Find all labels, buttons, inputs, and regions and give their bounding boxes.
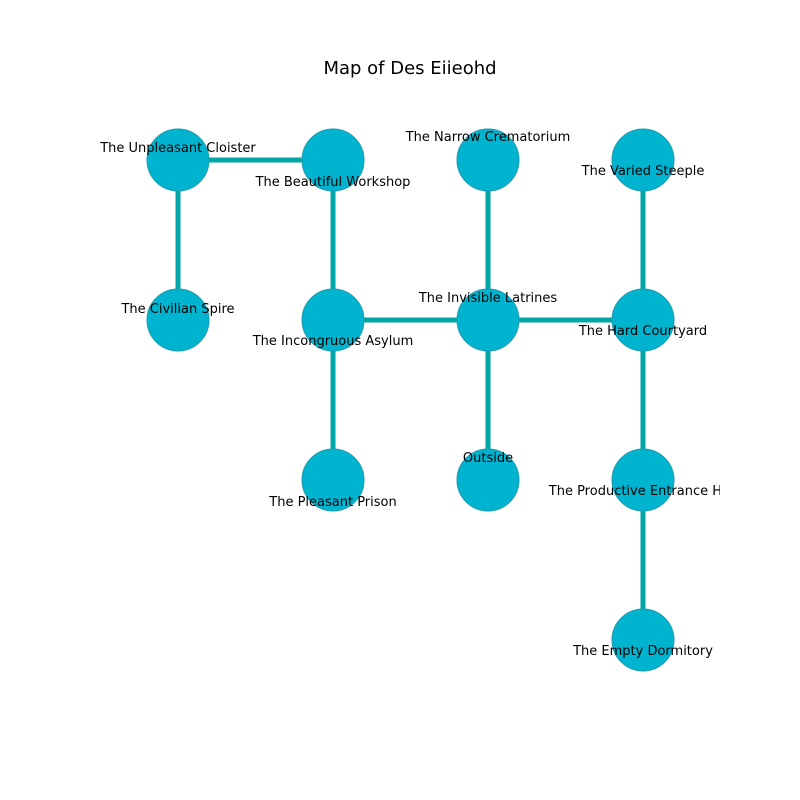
room-label-beautiful-workshop: The Beautiful Workshop — [255, 175, 411, 190]
room-label-pleasant-prison: The Pleasant Prison — [268, 495, 396, 510]
room-label-invisible-latrines: The Invisible Latrines — [418, 291, 558, 306]
room-label-unpleasant-cloister: The Unpleasant Cloister — [99, 141, 256, 156]
room-node-productive-entrance-hall — [611, 448, 675, 512]
room-node-civilian-spire — [146, 288, 210, 352]
rooms — [146, 128, 675, 672]
room-label-varied-steeple: The Varied Steeple — [581, 164, 705, 179]
room-node-pleasant-prison — [301, 448, 365, 512]
map-title: Map of Des Eiieohd — [323, 58, 496, 79]
room-node-hard-courtyard — [611, 288, 675, 352]
room-node-beautiful-workshop — [301, 128, 365, 192]
room-node-invisible-latrines — [456, 288, 520, 352]
room-node-varied-steeple — [611, 128, 675, 192]
room-node-unpleasant-cloister — [146, 128, 210, 192]
room-node-outside — [456, 448, 520, 512]
room-label-civilian-spire: The Civilian Spire — [120, 302, 234, 317]
room-label-outside: Outside — [463, 451, 513, 466]
room-node-incongruous-asylum — [301, 288, 365, 352]
room-node-narrow-crematorium — [456, 128, 520, 192]
room-label-narrow-crematorium: The Narrow Crematorium — [405, 130, 571, 145]
room-label-hard-courtyard: The Hard Courtyard — [578, 324, 707, 339]
room-node-empty-dormitory — [611, 608, 675, 672]
room-label-empty-dormitory: The Empty Dormitory — [572, 644, 713, 659]
room-label-incongruous-asylum: The Incongruous Asylum — [252, 334, 414, 349]
room-label-productive-entrance-hall: The Productive Entrance Hall — [548, 484, 737, 499]
corridors — [175, 157, 646, 640]
